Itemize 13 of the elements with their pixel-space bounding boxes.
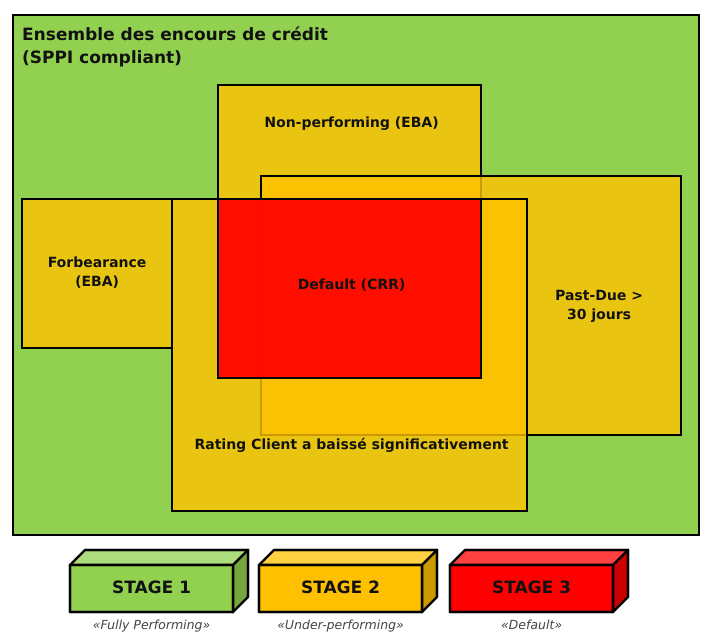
region-label: Non-performing (EBA) <box>263 114 440 133</box>
legend-text: STAGE 3 <box>491 577 572 600</box>
region-label: Ensemble des encours de crédit (SPPI compliant) <box>22 24 329 70</box>
stage-caption: «Fully Performing» <box>92 617 212 632</box>
stage-caption: «Under-performing» <box>276 617 405 632</box>
category-box <box>21 198 173 349</box>
legend-text: STAGE 2 <box>300 577 381 600</box>
stage-caption: «Default» <box>500 617 564 632</box>
region-label: Rating Client a baissé significativement <box>193 436 510 455</box>
region-label: Default (CRR) <box>296 276 406 295</box>
region-label: Past-Due > 30 jours <box>554 287 644 325</box>
region-label: Forbearance (EBA) <box>46 254 148 292</box>
legend-text: STAGE 1 <box>111 577 192 600</box>
